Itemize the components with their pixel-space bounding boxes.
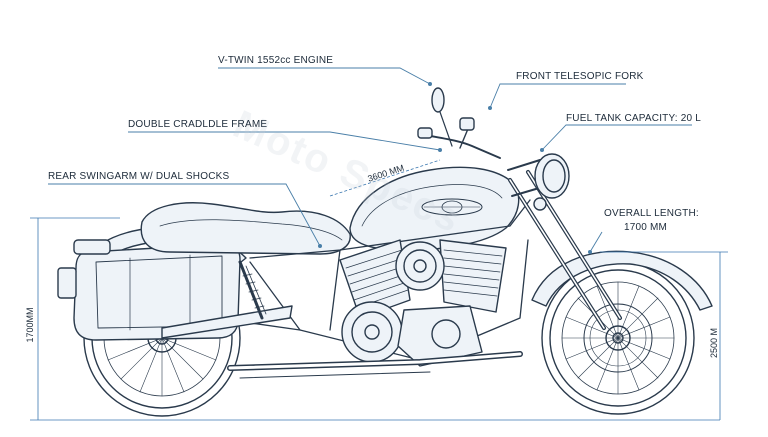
label-fuel-tank: FUEL TANK CAPACITY: 20 L xyxy=(566,113,702,124)
leader-lines xyxy=(48,67,692,253)
front-fork xyxy=(507,159,622,330)
dimension-lines xyxy=(30,159,728,421)
dimension-left-height: 1700MM xyxy=(25,307,35,343)
leader-arrows xyxy=(318,82,592,254)
label-frame: DOUBLE CRADLDLE FRAME xyxy=(128,119,268,130)
label-engine: V-TWIN 1552cc ENGINE xyxy=(218,55,334,66)
dimension-right-height: 2500 M xyxy=(709,327,719,359)
front-wheel xyxy=(541,261,695,415)
label-overall-length-value: 1700 MM xyxy=(624,222,668,233)
fuel-tank xyxy=(349,166,520,251)
label-swingarm: REAR SWINGARM W/ DUAL SHOCKS xyxy=(48,171,230,182)
mirror xyxy=(431,87,453,147)
seat xyxy=(140,202,351,255)
exhaust-pipe xyxy=(227,351,523,379)
v-twin-engine xyxy=(339,239,507,367)
front-fender xyxy=(531,250,713,311)
headlight xyxy=(533,153,570,211)
rear-light xyxy=(57,239,111,299)
label-overall-length-title: OVERALL LENGTH: xyxy=(604,208,699,219)
swingarm xyxy=(161,260,293,339)
label-front-fork: FRONT TELESOPIC FORK xyxy=(516,71,644,82)
handlebar xyxy=(417,117,501,159)
